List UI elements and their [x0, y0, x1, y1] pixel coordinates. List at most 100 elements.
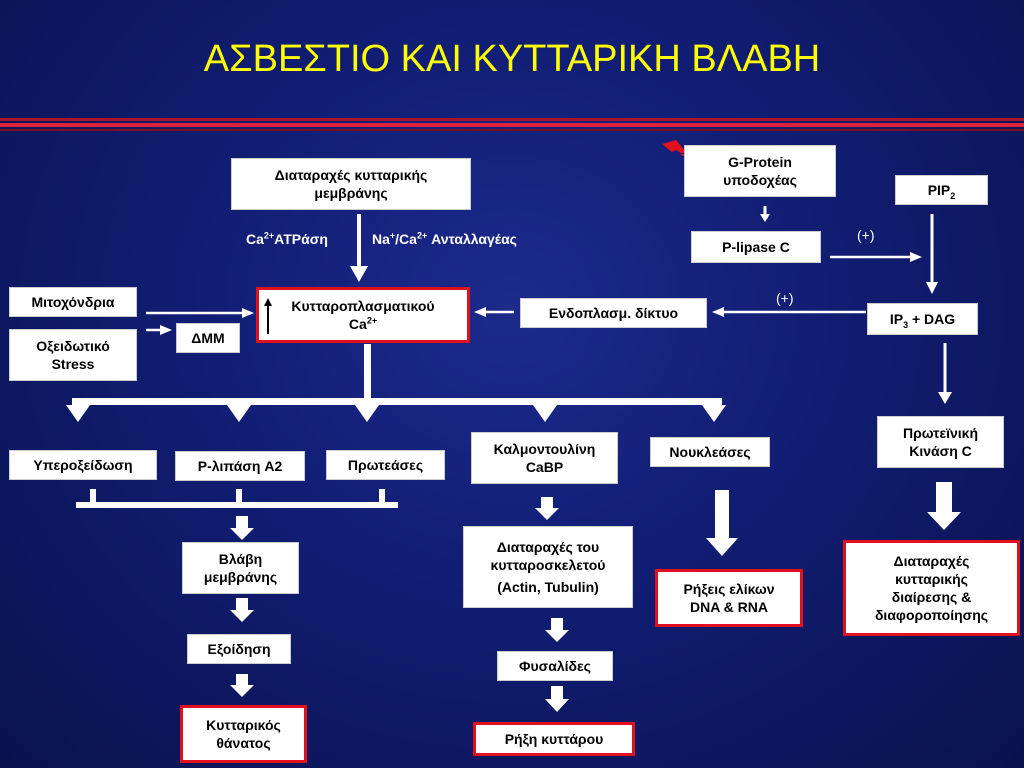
- cell-rupture-box: Ρήξη κυττάρου: [473, 722, 635, 756]
- dna-rna-box: Ρήξεις ελίκων DNA & RNA: [655, 569, 803, 627]
- arrowhead-gprotein: [760, 214, 770, 222]
- rupture-label: Ρήξη κυττάρου: [504, 731, 604, 747]
- vesicles-box: Φυσαλίδες: [497, 651, 613, 681]
- division-line4: διαφοροποίησης: [874, 607, 989, 623]
- dmm-label: ΔΜΜ: [191, 330, 225, 346]
- atpase-label: Ca2+ATPάση: [246, 231, 328, 247]
- ip3-sub: 3: [903, 319, 909, 330]
- er-label: Ενδοπλασμ. δίκτυο: [548, 305, 679, 321]
- protein-kinase-c-box: Πρωτεϊνική Κινάση C: [877, 416, 1004, 468]
- arrowhead-er: [474, 307, 486, 317]
- mitochondria-box: Μιτοχόνδρια: [9, 287, 137, 317]
- membrane-disorder-line1: Διαταραχές κυτταρικής: [274, 167, 428, 183]
- exchanger-ca: /Ca: [395, 231, 417, 247]
- swelling-box: Εξοίδηση: [187, 634, 291, 664]
- peroxidation-box: Υπεροξείδωση: [9, 450, 157, 480]
- merge-tick-right: [379, 489, 385, 503]
- gprotein-line1: G-Protein: [728, 154, 792, 170]
- ip3-base: IP: [889, 311, 904, 327]
- branch-arrow-nucleases: [702, 405, 726, 422]
- block-arrow-to-dna: [706, 490, 738, 556]
- division-line1: Διαταραχές: [893, 553, 970, 569]
- cell-death-line2: θάνατος: [216, 735, 271, 751]
- cell-division-box: Διαταραχές κυτταρικής διαίρεσης & διαφορ…: [843, 540, 1020, 636]
- peroxidation-label: Υπεροξείδωση: [33, 457, 133, 473]
- cytoplasmic-ca-box: Κυτταροπλασματικού Ca2+: [256, 287, 470, 343]
- calmodulin-line2: CaBP: [525, 459, 564, 475]
- branch-arrow-peroxidation: [66, 405, 90, 422]
- block-arrow-to-vesicles: [545, 618, 569, 642]
- cytoskeleton-line1: Διαταραχές του: [496, 539, 600, 555]
- block-arrow-to-rupture: [545, 686, 569, 712]
- gprotein-receptor-box: G-Protein υποδοχέας: [684, 145, 836, 197]
- up-arrow-icon: [264, 298, 272, 334]
- cytoskeleton-box: Διαταραχές του κυτταροσκελετού (Actin, T…: [463, 526, 633, 608]
- arrowhead-mitochondria: [242, 308, 254, 318]
- cytoskeleton-line2: κυτταροσκελετού: [490, 557, 606, 573]
- membrane-disorder-box: Διαταραχές κυτταρικής μεμβράνης: [231, 158, 471, 210]
- proteases-label: Πρωτεάσες: [347, 457, 424, 473]
- dna-line1: Ρήξεις ελίκων: [683, 581, 775, 597]
- exchanger-rest: Ανταλλαγέας: [427, 231, 517, 247]
- arrowhead-ip3-pkc: [938, 392, 952, 404]
- title-divider-middle: [0, 123, 1024, 127]
- branch-arrow-calmodulin: [533, 405, 557, 422]
- membrane-damage-line1: Βλάβη: [218, 551, 263, 567]
- arrowhead-ip3: [712, 307, 724, 317]
- block-arrow-to-division: [927, 482, 961, 530]
- gprotein-line2: υποδοχέας: [723, 172, 797, 188]
- arrowhead-membrane-to-cytoplasmic: [350, 266, 368, 282]
- ip3-rest: + DAG: [908, 311, 956, 327]
- division-line2: κυτταρικής: [895, 571, 968, 587]
- pip2-label: PIP2: [927, 181, 956, 201]
- atpase-base: Ca: [246, 231, 264, 247]
- branch-arrow-pla2: [227, 405, 251, 422]
- exchanger-label: Na+/Ca2+ Ανταλλαγέας: [372, 231, 517, 247]
- ip3-dag-label: IP3 + DAG: [889, 310, 956, 330]
- cytoskeleton-line3: (Actin, Tubulin): [497, 579, 599, 595]
- pip2-sub: 2: [950, 190, 956, 201]
- exchanger-na-sup: +: [389, 230, 396, 241]
- ip3-dag-box: IP3 + DAG: [867, 303, 978, 335]
- exchanger-ca-sup: 2+: [416, 230, 428, 241]
- plus-label-top: (+): [857, 227, 875, 243]
- cell-death-line1: Κυτταρικός: [206, 717, 281, 733]
- pkc-line1: Πρωτεϊνική: [902, 425, 979, 441]
- title-divider-top: [0, 118, 1024, 121]
- division-line3: διαίρεσης &: [891, 589, 972, 605]
- pip2-box: PIP2: [895, 175, 988, 205]
- merge-tick-mid: [236, 489, 242, 503]
- lightning-bolt-icon: [662, 140, 700, 166]
- calmodulin-line1: Καλμοντουλίνη: [493, 441, 596, 457]
- plus-label-middle: (+): [776, 290, 794, 306]
- nucleases-label: Νουκλεάσες: [669, 444, 751, 460]
- atpase-sup: 2+: [263, 230, 275, 241]
- cell-death-box: Κυτταρικός θάνατος: [180, 705, 307, 763]
- dmm-box: ΔΜΜ: [176, 323, 240, 353]
- block-arrow-to-swelling: [230, 598, 254, 622]
- calmodulin-box: Καλμοντουλίνη CaBP: [471, 432, 618, 484]
- swelling-label: Εξοίδηση: [207, 641, 271, 657]
- page-title: ΑΣΒΕΣΤΙΟ ΚΑΙ ΚΥΤΤΑΡΙΚΗ ΒΛΑΒΗ: [203, 38, 821, 80]
- pla2-label: P-λιπάση A2: [197, 458, 283, 474]
- pip2-base: PIP: [927, 182, 951, 198]
- membrane-disorder-line2: μεμβράνης: [314, 185, 388, 201]
- exchanger-na: Na: [372, 231, 390, 247]
- cytoplasmic-ca: Ca: [348, 316, 367, 332]
- cytoplasmic-line2: Ca2+: [349, 315, 377, 333]
- arrowhead-pip: [926, 282, 938, 294]
- plipase-label: P-lipase C: [722, 239, 790, 255]
- title-divider-bottom: [0, 129, 1024, 131]
- oxidative-line2: Stress: [51, 356, 95, 372]
- vesicles-label: Φυσαλίδες: [519, 658, 591, 674]
- trunk-horizontal: [72, 398, 722, 405]
- arrowhead-plipase: [910, 252, 922, 262]
- pkc-line2: Κινάση C: [909, 443, 972, 459]
- membrane-damage-line2: μεμβράνης: [203, 569, 278, 585]
- er-box: Ενδοπλασμ. δίκτυο: [520, 298, 707, 328]
- proteases-box: Πρωτεάσες: [326, 450, 445, 480]
- merge-bar: [76, 502, 398, 508]
- block-arrow-to-cell-death: [230, 674, 254, 697]
- trunk-vertical: [364, 344, 371, 400]
- dna-line2: DNA & RNA: [689, 599, 769, 615]
